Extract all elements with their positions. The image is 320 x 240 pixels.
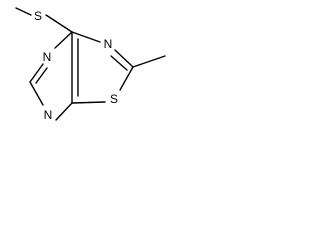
bond-methyl-s [15,7,32,16]
bond-c2-methyl [132,55,166,68]
bond-s3-c3a [71,101,106,104]
bond-n6-c5-inner [35,67,48,84]
bond-n1-c2 [114,49,134,68]
bond-n6-c5 [29,63,44,83]
molecule-structure-diagram: S N N N S [15,7,166,122]
atom-label-s-methylthio: S [34,9,42,23]
bond-s-c7 [45,14,73,33]
bond-n4-c3a [55,102,73,121]
atom-label-n-pyrimidine-bottom: N [44,108,53,122]
bond-c7a-n1 [71,31,101,43]
atom-label-s-thiazole: S [110,92,118,106]
bond-c5-n4 [29,81,44,106]
bond-n1-c2-inner [110,55,128,71]
bond-c2-s3 [119,66,134,91]
atom-label-n-thiazole: N [104,37,113,51]
bond-c7-n6 [54,31,73,49]
atom-label-n-pyrimidine-top: N [43,50,52,64]
